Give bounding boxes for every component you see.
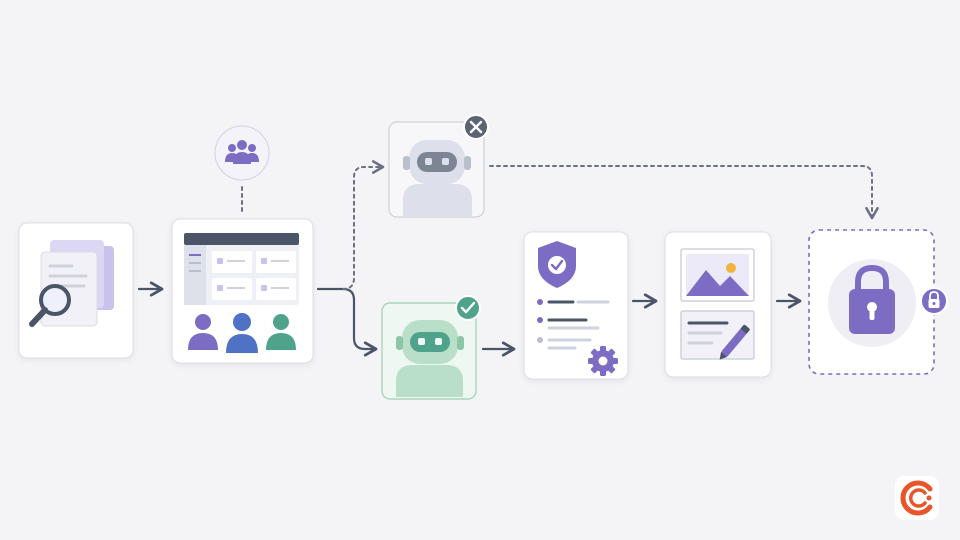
user-icon-green <box>266 314 296 350</box>
robot-icon <box>403 140 472 216</box>
node-locked-vault[interactable] <box>808 229 948 375</box>
connectors <box>137 160 879 357</box>
dashboard-window-icon <box>184 233 299 305</box>
pencil-icon <box>719 324 750 360</box>
node-media-editor[interactable] <box>664 231 772 378</box>
edge-branch-to-rejected <box>342 160 385 290</box>
edge-branch-to-approved <box>341 287 378 357</box>
robot-icon <box>396 320 464 397</box>
node-rejected-robot[interactable] <box>388 114 489 218</box>
group-icon <box>225 140 259 164</box>
node-approved-robot[interactable] <box>381 295 481 400</box>
check-icon <box>455 295 481 321</box>
node-security-checklist[interactable] <box>523 231 629 380</box>
document-search-icon <box>29 240 114 327</box>
edge-rejected-to-vault <box>489 165 879 220</box>
team-badge[interactable] <box>214 125 270 181</box>
x-icon <box>463 114 489 140</box>
edit-document-icon <box>680 310 755 360</box>
node-document-search[interactable] <box>18 222 134 359</box>
shield-check-icon <box>538 241 576 288</box>
checklist-lines-icon <box>537 299 610 350</box>
gear-icon <box>588 346 618 376</box>
user-icon-blue <box>226 313 258 353</box>
brand-c-logo-icon <box>895 476 939 520</box>
small-lock-badge-icon <box>920 287 948 315</box>
user-icon-purple <box>188 314 218 350</box>
image-icon <box>680 248 755 302</box>
padlock-icon <box>849 264 895 334</box>
node-dashboard-team[interactable] <box>171 218 314 364</box>
